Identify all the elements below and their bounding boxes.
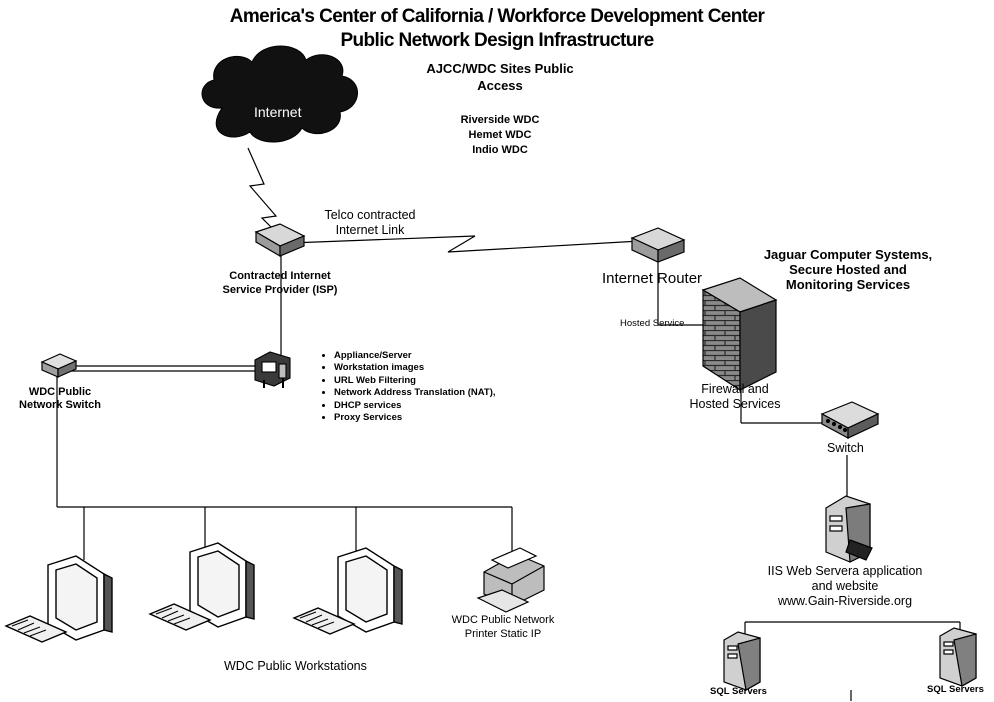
internet-router-label: Internet Router xyxy=(602,270,703,287)
printer-icon xyxy=(476,547,545,613)
sql-server-icon-left xyxy=(723,631,761,691)
service-item: Appliance/Server xyxy=(334,350,496,362)
service-item: Network Address Translation (NAT), xyxy=(334,387,496,399)
firewall-label-line2: Hosted Services xyxy=(689,397,781,411)
site-riverside: Riverside WDC xyxy=(460,114,540,126)
workstation-icon-2 xyxy=(148,542,255,631)
jaguar-label-line1: Jaguar Computer Systems, xyxy=(763,247,933,262)
wdc-switch-label-line1: WDC Public xyxy=(28,386,92,398)
wdc-switch-icon xyxy=(40,353,78,378)
appliance-services-list: Appliance/Server Workstation images URL … xyxy=(318,350,496,424)
firewall-label-line1: Firewall and xyxy=(701,382,769,396)
workstations-label: WDC Public Workstations xyxy=(224,659,367,673)
isp-label-line2: Service Provider (ISP) xyxy=(222,284,338,296)
isp-label-line1: Contracted Internet xyxy=(229,270,331,282)
hosted-service-label: Hosted Service xyxy=(620,318,685,329)
sites-heading-line1: AJCC/WDC Sites Public xyxy=(426,61,574,76)
sql-server-label-left: SQL Servers xyxy=(710,686,767,697)
telco-link-label-line2: Internet Link xyxy=(335,223,405,237)
switch-label: Switch xyxy=(827,441,864,455)
internet-cloud-icon xyxy=(201,45,358,143)
web-server-label-line3: www.Gain-Riverside.org xyxy=(777,594,913,608)
web-server-label-line1: IIS Web Servera application xyxy=(767,564,923,578)
switch-icon xyxy=(820,401,880,440)
internet-label: Internet xyxy=(254,104,302,120)
wdc-switch-label-line2: Network Switch xyxy=(19,399,101,411)
telco-link-label-line1: Telco contracted xyxy=(324,208,416,222)
sql-server-icon-right xyxy=(939,627,977,687)
internet-router-icon xyxy=(630,227,686,263)
workstation-icon-1 xyxy=(4,555,113,643)
diagram-title-line1: America's Center of California / Workfor… xyxy=(229,6,765,27)
telco-link-line xyxy=(289,235,641,253)
diagram-title-line2: Public Network Design Infrastructure xyxy=(340,30,654,51)
service-item: URL Web Filtering xyxy=(334,375,496,387)
printer-label-line1: WDC Public Network xyxy=(451,614,555,626)
workstation-icon-3 xyxy=(292,547,403,635)
connection-lines xyxy=(56,147,961,701)
web-server-label-line2: and website xyxy=(811,579,879,593)
firewall-icon xyxy=(701,277,778,392)
printer-label-line2: Printer Static IP xyxy=(464,628,542,640)
sql-server-label-right: SQL Servers xyxy=(927,684,984,695)
site-indio: Indio WDC xyxy=(472,144,528,156)
site-hemet: Hemet WDC xyxy=(468,129,532,141)
isp-router-icon xyxy=(254,223,306,258)
appliance-server-icon xyxy=(254,351,291,388)
service-item: DHCP services xyxy=(334,400,496,412)
service-item: Proxy Services xyxy=(334,412,496,424)
sites-heading-line2: Access xyxy=(477,78,523,93)
jaguar-label-line2: Secure Hosted and xyxy=(789,262,907,277)
web-server-icon xyxy=(825,495,873,563)
jaguar-label-line3: Monitoring Services xyxy=(785,277,911,292)
service-item: Workstation images xyxy=(334,362,496,374)
lightning-link-internet-isp xyxy=(247,147,283,239)
